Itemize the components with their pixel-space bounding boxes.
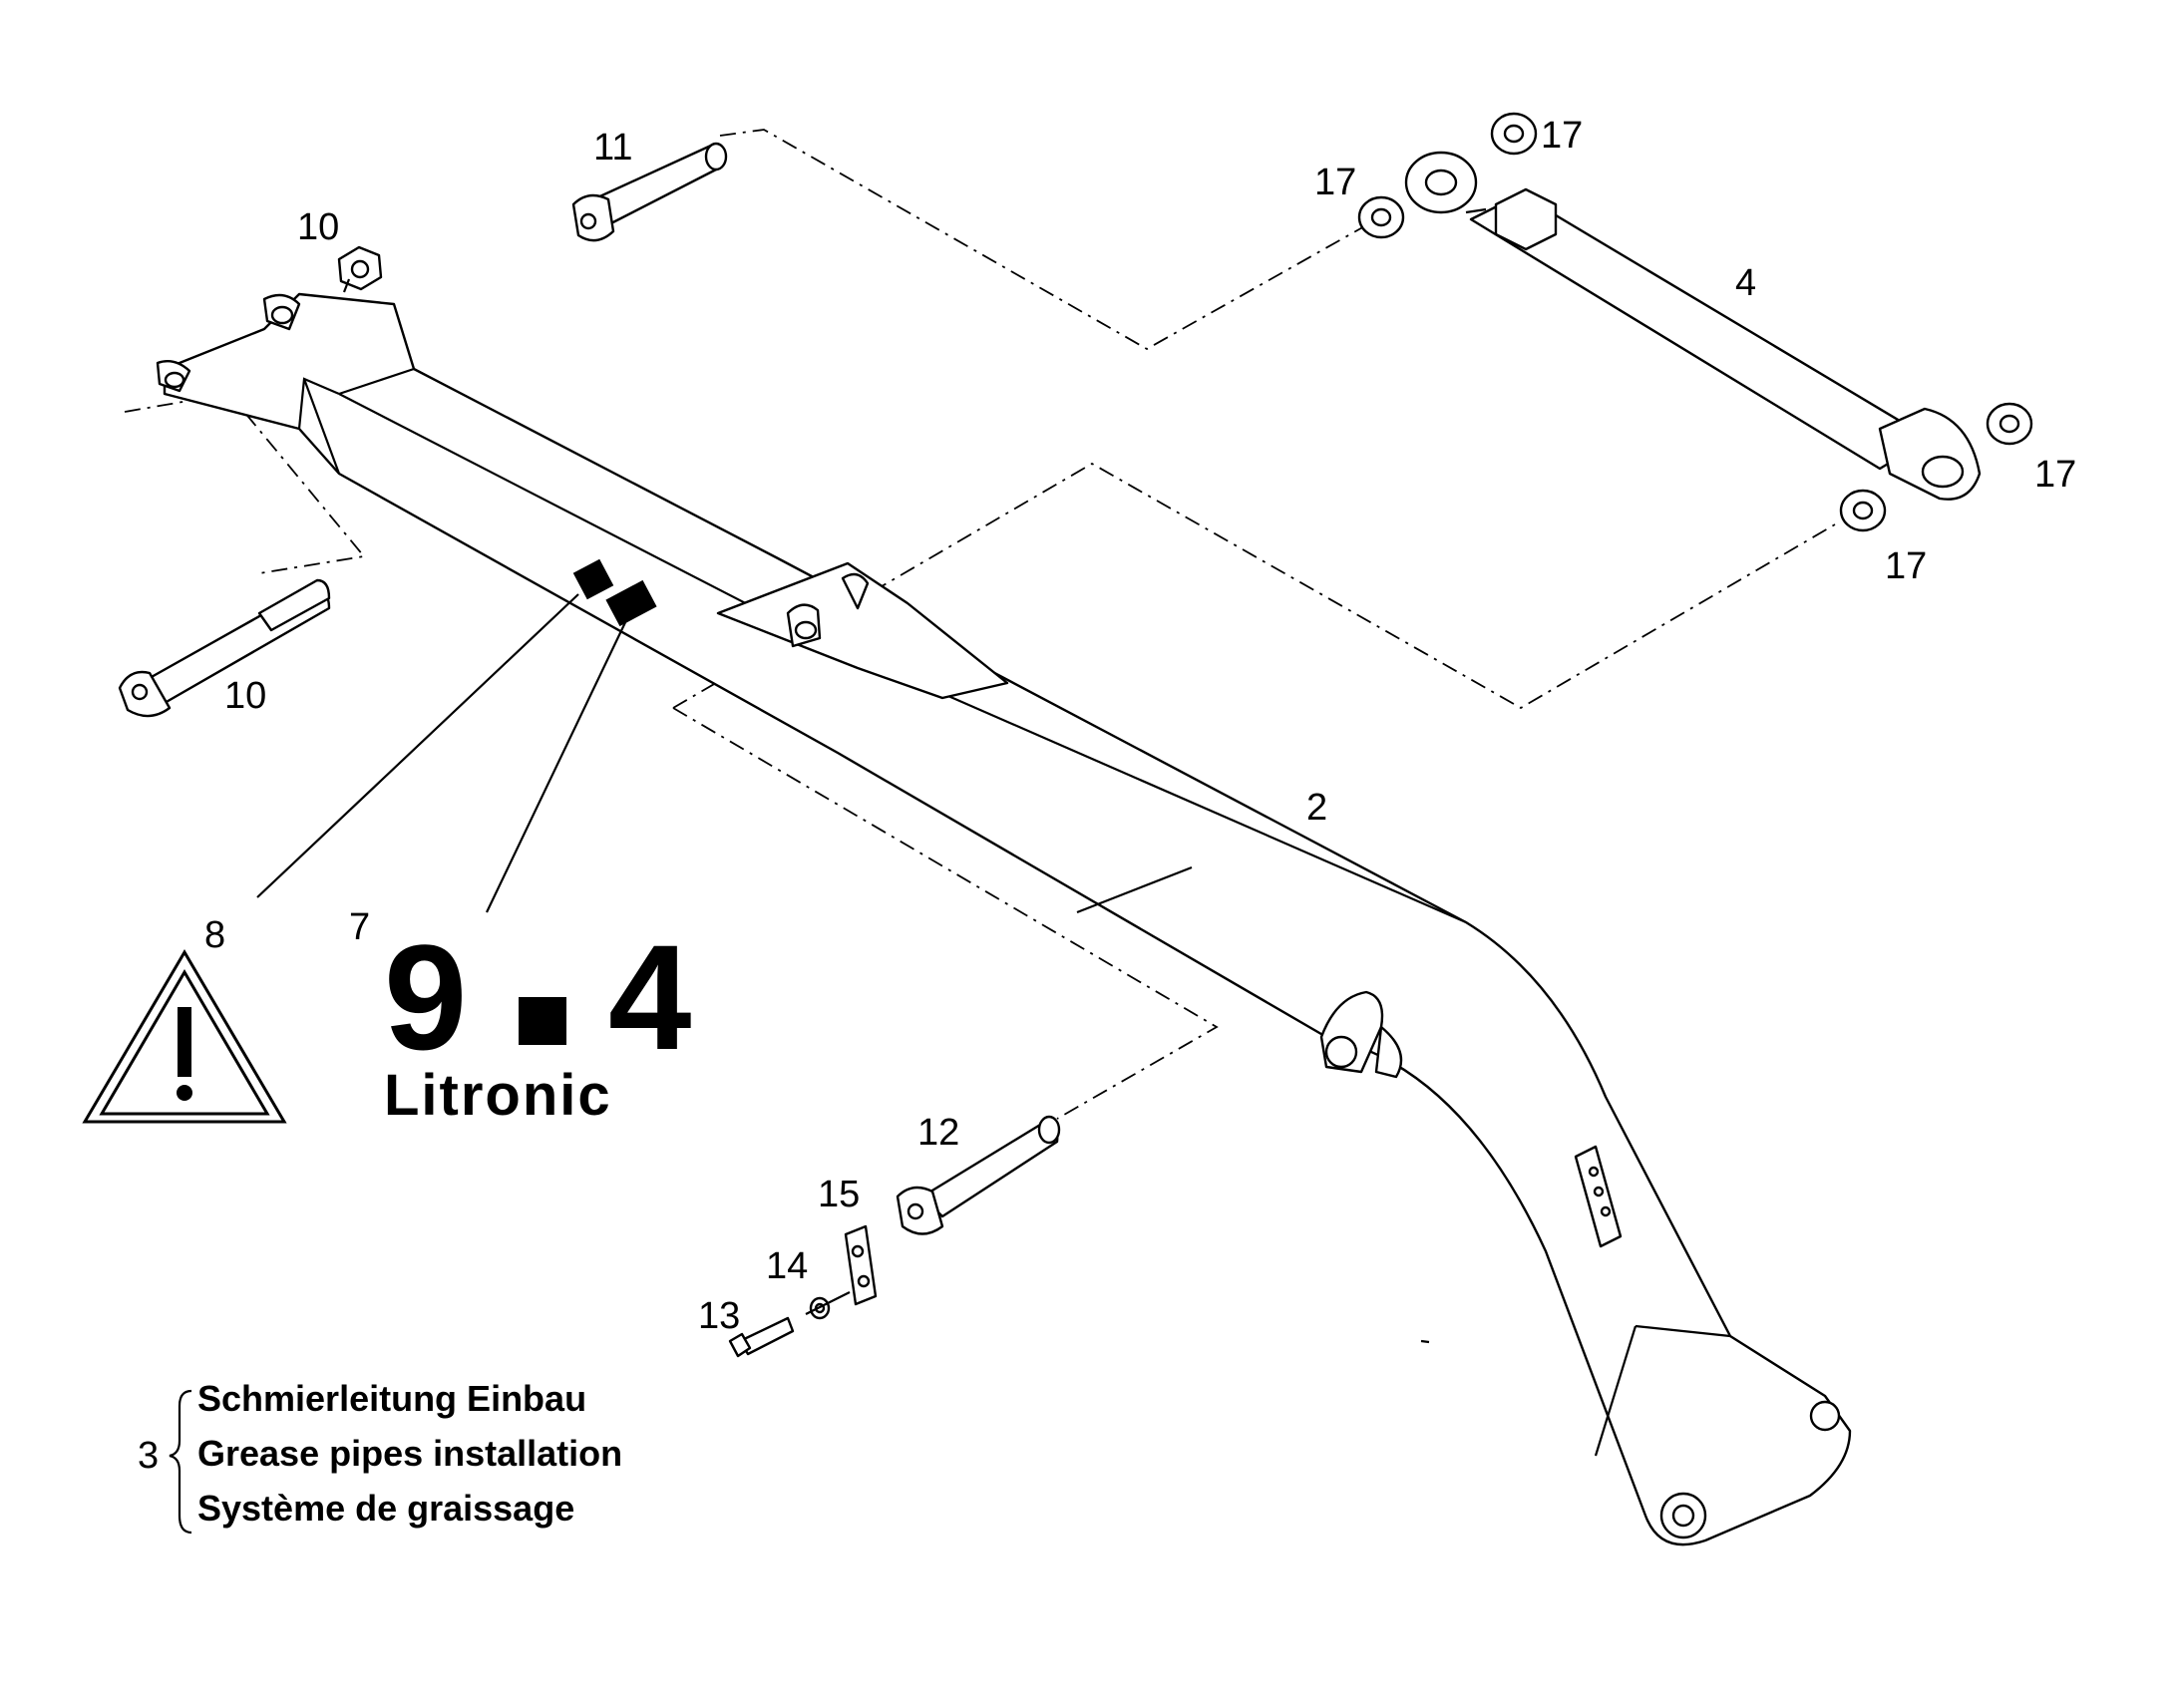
model-logo: 9 4 Litronic — [384, 913, 691, 1128]
pin-12 — [896, 1115, 1061, 1235]
legend-line-fr: Système de graissage — [197, 1488, 574, 1529]
callout-10-pin: 10 — [224, 675, 266, 717]
callout-17-top: 17 — [1541, 115, 1583, 157]
callout-17-left: 17 — [1314, 162, 1356, 203]
logo-model-left: 9 — [384, 913, 467, 1081]
callout-3: 3 — [138, 1435, 159, 1477]
washer-17-d — [1839, 489, 1887, 532]
warning-triangle-icon — [82, 949, 287, 1124]
decal-patch-8 — [572, 558, 614, 600]
legend-line-en: Grease pipes installation — [197, 1433, 622, 1474]
washer-17-b — [1357, 195, 1405, 239]
main-boom — [156, 292, 1852, 1546]
callout-15: 15 — [818, 1174, 860, 1215]
callout-12: 12 — [917, 1112, 959, 1154]
callout-8: 8 — [204, 914, 225, 956]
legend-brace — [169, 1389, 192, 1535]
pin-11 — [571, 142, 728, 242]
decal-patch-7 — [605, 579, 657, 627]
washer-17-c — [1986, 402, 2033, 446]
logo-square — [519, 997, 566, 1045]
callout-17-bottom: 17 — [1885, 545, 1927, 587]
callout-11: 11 — [593, 127, 632, 169]
callout-7: 7 — [349, 906, 370, 948]
legend: 3 Schmierleitung Einbau Grease pipes ins… — [138, 1378, 622, 1535]
callout-13: 13 — [698, 1295, 740, 1337]
washer-17-a — [1490, 112, 1538, 156]
leader-lines — [256, 207, 1487, 1344]
logo-model-right: 4 — [608, 913, 691, 1081]
callout-14: 14 — [766, 1245, 808, 1287]
callout-10-nut: 10 — [297, 206, 339, 248]
bolt-13 — [728, 1316, 795, 1358]
logo-brand: Litronic — [384, 1063, 612, 1128]
plate-15 — [844, 1224, 878, 1306]
pin-10 — [118, 578, 331, 718]
legend-line-de: Schmierleitung Einbau — [197, 1378, 586, 1419]
hydraulic-cylinder — [1357, 112, 2033, 532]
nut-10 — [337, 245, 383, 291]
callouts: 2 4 7 8 10 10 11 12 13 14 15 17 17 17 17 — [204, 115, 2076, 1337]
callout-4: 4 — [1735, 262, 1756, 304]
callout-2: 2 — [1306, 787, 1327, 829]
callout-17-right: 17 — [2034, 454, 2076, 496]
